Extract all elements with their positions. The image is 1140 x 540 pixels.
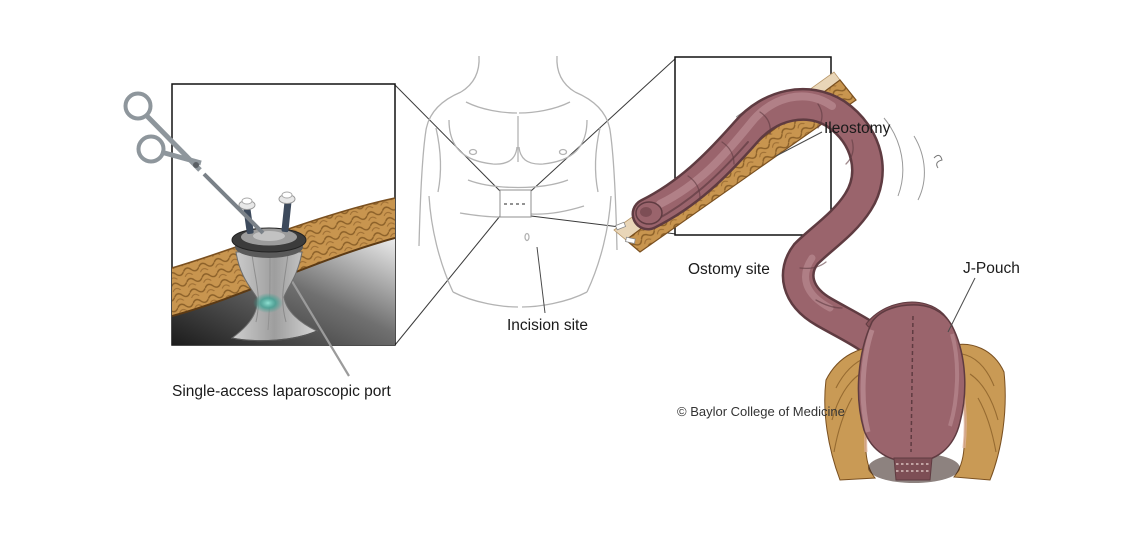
pouch-staple-line — [910, 315, 914, 453]
mesentery-lines — [883, 117, 943, 201]
label-incision-site: Incision site — [507, 317, 588, 334]
ileostomy-leader-line — [775, 131, 823, 157]
anal-canal — [893, 457, 933, 481]
port-inset-box — [171, 83, 396, 377]
label-j-pouch: J-Pouch — [963, 260, 1020, 277]
label-leader-lines — [775, 131, 976, 333]
zoom-connector-lines — [394, 57, 677, 346]
label-ostomy-site: Ostomy site — [688, 261, 770, 278]
jpouch-leader-line — [947, 277, 976, 333]
incision-site-marker — [499, 189, 546, 314]
camera-light-glow — [253, 293, 283, 313]
label-laparoscopic-port: Single-access laparoscopic port — [172, 383, 391, 400]
incision-leader-line — [536, 246, 546, 314]
ileostomy-bowel-loop — [631, 87, 905, 373]
copyright-credit: © Baylor College of Medicine — [677, 404, 845, 419]
label-ileostomy: Ileostomy — [824, 120, 891, 137]
j-pouch-illustration — [857, 301, 966, 481]
grasper-instrument — [123, 91, 202, 172]
laparoscopic-port-device — [202, 172, 350, 377]
torso-sketch — [418, 55, 618, 308]
